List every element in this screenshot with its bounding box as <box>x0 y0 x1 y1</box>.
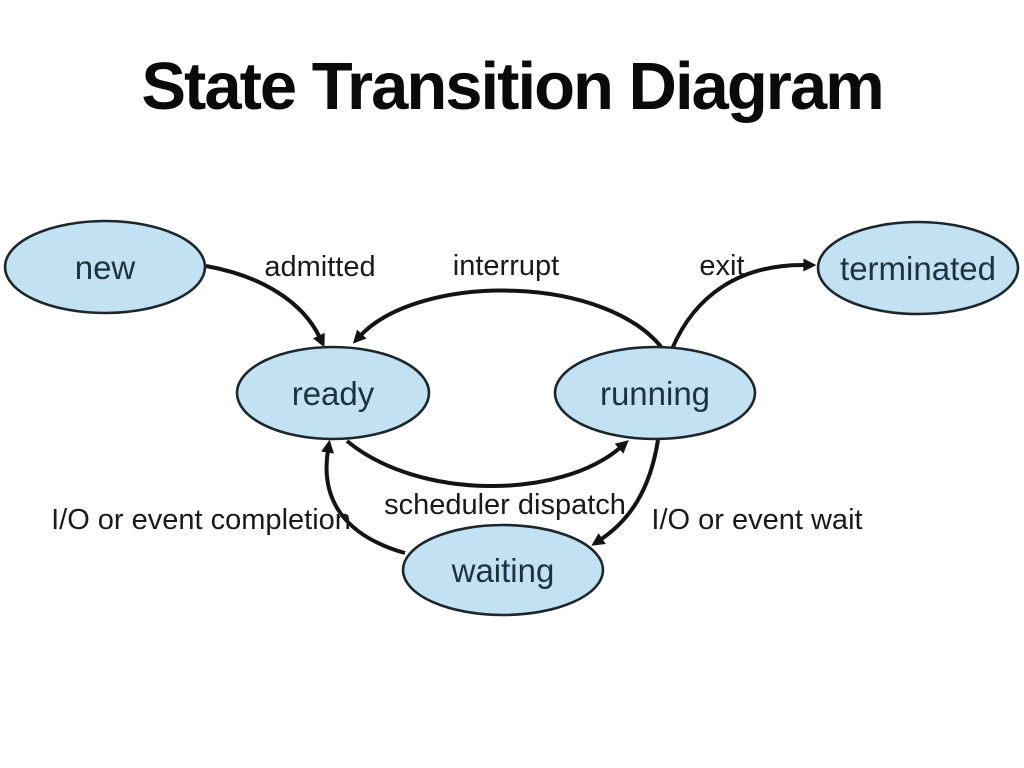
state-new-ellipse <box>3 219 207 315</box>
transition-scheduler-dispatch-label: scheduler dispatch <box>384 489 626 521</box>
state-waiting-ellipse <box>401 523 605 617</box>
transition-exit-label: exit <box>699 250 744 282</box>
state-waiting: waiting <box>401 523 605 617</box>
state-new: new <box>3 219 207 315</box>
page-title: State Transition Diagram <box>141 49 884 124</box>
state-terminated-ellipse <box>816 220 1020 316</box>
transition-io-completion-label: I/O or event completion <box>51 504 351 536</box>
transition-interrupt-arrow <box>352 288 667 354</box>
state-running-label: running <box>600 375 710 412</box>
transition-interrupt-label: interrupt <box>453 250 559 282</box>
transition-labels: admitted interrupt exit scheduler dispat… <box>51 250 862 536</box>
state-running-ellipse <box>553 345 757 441</box>
state-ready-ellipse <box>235 345 431 441</box>
transition-io-wait-arrow <box>591 439 660 546</box>
transition-exit-arrow <box>670 258 817 350</box>
state-running: running <box>553 345 757 441</box>
transition-scheduler-dispatch-arrow <box>345 439 629 488</box>
transition-admitted-label: admitted <box>264 251 375 283</box>
state-new-label: new <box>75 249 136 286</box>
transition-io-wait-label: I/O or event wait <box>651 504 862 536</box>
state-ready: ready <box>235 345 431 441</box>
state-ready-label: ready <box>292 375 375 412</box>
transition-io-completion-arrow <box>321 439 406 555</box>
transition-arrows <box>205 258 817 555</box>
transition-admitted-arrow <box>205 264 325 348</box>
state-terminated-label: terminated <box>840 250 996 287</box>
state-terminated: terminated <box>816 220 1020 316</box>
state-waiting-label: waiting <box>451 552 555 589</box>
